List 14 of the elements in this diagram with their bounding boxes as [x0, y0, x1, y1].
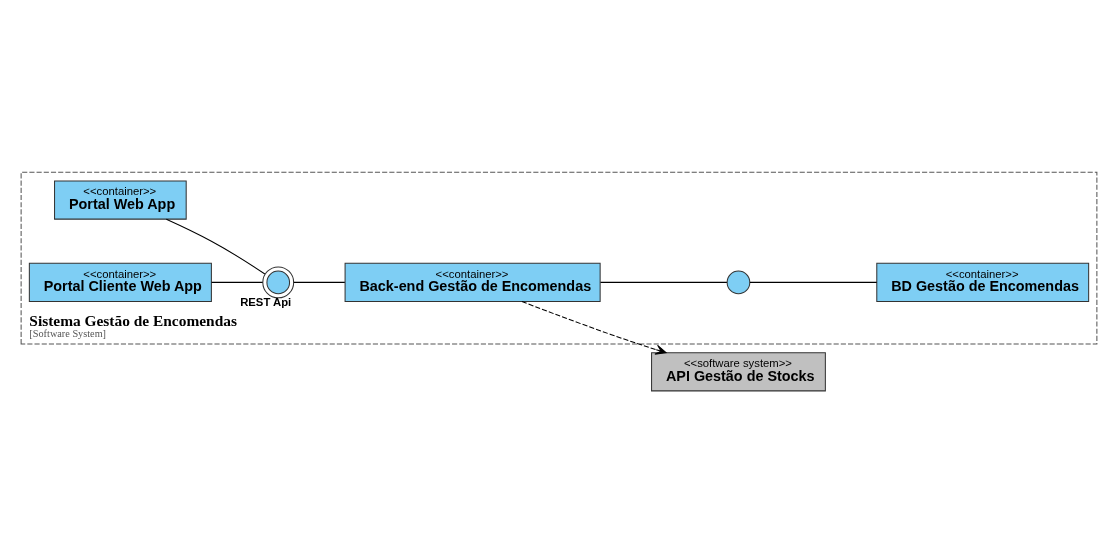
node-box: <<software system>> API Gestão de Stocks — [651, 351, 826, 391]
connector — [749, 281, 878, 283]
connector — [165, 218, 266, 274]
node-label: REST Api — [240, 295, 292, 308]
node-circle — [262, 265, 295, 298]
connector — [211, 281, 264, 283]
node-box: <<container>> BD Gestão de Encomendas — [876, 262, 1090, 302]
connector — [293, 281, 346, 283]
node-box: <<container>> Back-end Gestão de Encomendas — [344, 262, 601, 302]
node-box: <<container>> Portal Cliente Web App — [28, 262, 212, 302]
arrow — [521, 300, 667, 355]
node-box: <<container>> Portal Web App — [54, 180, 187, 220]
connector — [600, 281, 728, 283]
node-circle — [726, 270, 751, 294]
